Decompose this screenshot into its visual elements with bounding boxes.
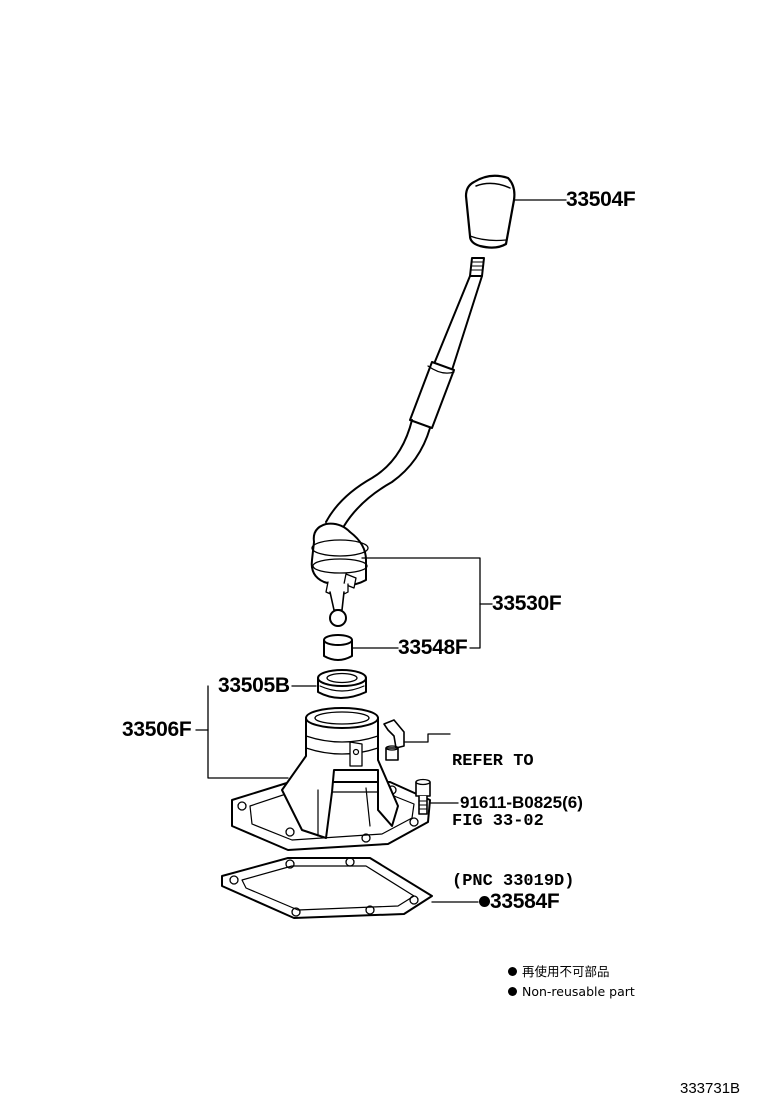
lever-shaft-drawing [325,275,483,527]
reference-note: REFER TO FIG 33-02 (PNC 33019D) [452,712,574,932]
part-number-lever: 33530F [492,592,562,615]
shift-knob-drawing [464,174,516,249]
lever-ball-housing-drawing [310,522,369,627]
lever-thread-drawing [469,257,485,277]
legend-item-jp: 再使用不可部品 [508,962,635,982]
boot-drawing [317,669,367,699]
part-number-gasket: 33584F [490,890,560,913]
legend-item-en: Non-reusable part [508,982,635,1002]
retainer-housing-drawing [231,707,431,851]
lever-seat-drawing [323,634,353,661]
reference-leader-line [403,733,451,743]
part-number-knob: 33504F [566,188,636,211]
bullet-dot-icon [508,967,517,976]
reference-line-3: (PNC 33019D) [452,872,575,891]
part-number-seat: 33548F [398,636,468,659]
bullet-dot-icon [508,987,517,996]
figure-id: 333731B [680,1080,741,1097]
part-number-bolt: 91611-B0825(6) [460,793,583,812]
non-reusable-marker [479,896,490,907]
part-number-boot: 33505B [218,674,290,697]
legend: 再使用不可部品 Non-reusable part [508,962,635,1002]
gasket-drawing [221,857,433,919]
reference-line-2: FIG 33-02 [452,812,544,831]
retainer-bracket-line [207,685,289,779]
lever-bracket-line [361,557,481,649]
legend-text-jp: 再使用不可部品 [522,964,610,979]
bolt-drawing [415,778,431,815]
legend-text-en: Non-reusable part [522,984,635,999]
reference-line-1: REFER TO [452,752,534,771]
breather-pipe-drawing [383,719,405,761]
part-number-retainer: 33506F [122,718,192,741]
